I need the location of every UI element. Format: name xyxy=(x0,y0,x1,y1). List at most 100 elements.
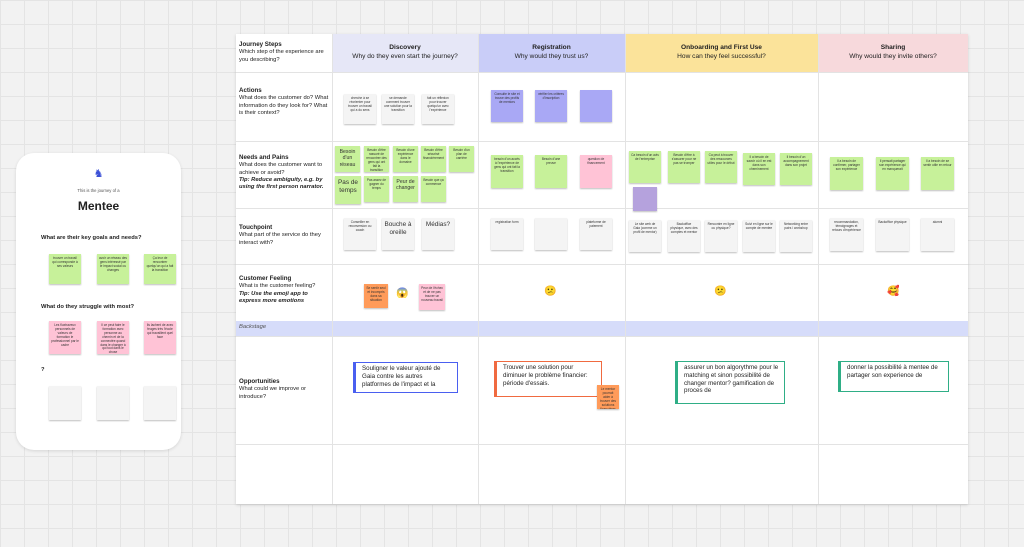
row-divider xyxy=(236,336,968,337)
confused-face-icon[interactable]: 😕 xyxy=(714,286,727,297)
column-question: Why would they trust us? xyxy=(514,53,589,60)
touchpoint-sticky-note[interactable]: Suivi en ligne sur le compte de mentee xyxy=(743,220,775,252)
goal-sticky-note[interactable]: avoir un réseau des gens intéressé par l… xyxy=(97,254,129,284)
action-sticky-note[interactable]: se demande comment trouver une solution … xyxy=(382,94,414,124)
struggle-sticky-note[interactable]: Les fluxtraveux personnels de valeurs de… xyxy=(49,321,81,354)
row-description: What could we improve or introduce? xyxy=(239,386,307,400)
persona-card[interactable]: ♞ This is the journey of a Mentee What a… xyxy=(16,153,181,450)
pain-sticky-note[interactable]: question de financement xyxy=(580,155,612,188)
goal-sticky-note[interactable]: trouver un travail qui corresponde à ses… xyxy=(49,254,81,284)
touchpoint-sticky-note[interactable]: recommandation, témoignages et retours d… xyxy=(830,218,863,251)
need-sticky-note[interactable]: Pas assez de gagner du temps xyxy=(364,176,389,202)
need-sticky-note[interactable]: Il a besoin de savoir où il en est dans … xyxy=(743,153,775,185)
column-header-discovery[interactable]: Discovery Why do they even start the jou… xyxy=(332,34,478,72)
column-question: Why do they even start the journey? xyxy=(352,53,458,60)
need-sticky-note[interactable]: Besoin d'être rassuré de rencontrer des … xyxy=(364,146,389,172)
persona-goals-question: What are their key goals and needs? xyxy=(41,235,142,241)
action-sticky-note[interactable]: Consulte le site et trouve des profils d… xyxy=(491,90,523,122)
touchpoint-sticky-note[interactable]: Rencontre en ligne ou physique? xyxy=(705,220,737,252)
happy-face-icon[interactable]: 🥰 xyxy=(887,286,900,297)
empty-sticky-note[interactable] xyxy=(97,386,129,420)
need-sticky-note[interactable]: Besoin d'être à s'assurer pour ne pas se… xyxy=(668,151,700,183)
row-tip: Tip: Use the emoji app to express more e… xyxy=(239,290,308,304)
opportunity-card-discovery[interactable]: Souligner le valeur ajouté de Gaia contr… xyxy=(353,362,458,393)
row-label-backstage: Backstage xyxy=(239,324,267,330)
action-sticky-note[interactable]: fait un réflexion pour trouver quelqu'un… xyxy=(422,94,454,124)
row-title: Customer Feeling xyxy=(239,275,292,282)
need-sticky-note[interactable]: Il a besoin de confirmer, partager son e… xyxy=(830,157,863,190)
touchpoint-sticky-note[interactable]: Backoffice physique xyxy=(876,218,909,251)
row-description: What does the customer do? What informat… xyxy=(239,95,329,116)
need-sticky-note[interactable]: Pas de temps xyxy=(335,176,361,204)
struggle-sticky-note[interactable]: Il ce peut faire le formation avec perso… xyxy=(97,321,129,354)
column-title: Registration xyxy=(532,44,571,51)
row-description: What part of the service do they interac… xyxy=(239,232,321,246)
row-title: Needs and Pains xyxy=(239,154,289,161)
column-title: Discovery xyxy=(389,44,421,51)
touchpoint-sticky-note[interactable]: Bouche à oreille xyxy=(382,218,414,250)
need-sticky-note[interactable] xyxy=(633,187,657,211)
need-sticky-note[interactable]: Il besoin d'un accompagnement dans son p… xyxy=(780,153,812,185)
column-title: Onboarding and First Use xyxy=(681,44,762,51)
row-divider xyxy=(236,72,968,73)
row-description: Which step of the experience are you des… xyxy=(239,49,324,63)
touchpoint-sticky-note[interactable]: Networking entre pairs / workshop xyxy=(780,220,812,252)
row-description: What does the customer want to achieve o… xyxy=(239,162,323,176)
action-sticky-note[interactable] xyxy=(580,90,612,122)
persona-struggles-question: What do they struggle with most? xyxy=(41,304,135,310)
need-sticky-note[interactable]: Besoin d'une preuve xyxy=(535,155,567,188)
need-sticky-note[interactable]: Il pensait partager son expérience qui e… xyxy=(876,157,909,190)
touchpoint-sticky-note[interactable]: Le site web de Gaia (comme un profil de … xyxy=(629,220,661,252)
need-sticky-note[interactable]: Besoin d'être sécurisé financièrement xyxy=(421,146,446,172)
need-sticky-note[interactable]: Ca peut à trouver des ressources utiles … xyxy=(705,151,737,183)
touchpoint-sticky-note[interactable]: alumni xyxy=(921,218,954,251)
touchpoint-sticky-note[interactable] xyxy=(535,218,567,250)
empty-sticky-note[interactable] xyxy=(144,386,176,420)
feeling-sticky-note[interactable]: Se sentir seul et incompris dans sa situ… xyxy=(364,284,388,308)
empty-sticky-note[interactable] xyxy=(49,386,81,420)
opportunity-card-sharing[interactable]: donner la possibilité à mentee de partag… xyxy=(838,361,949,392)
scared-face-icon[interactable]: 😱 xyxy=(396,288,409,299)
need-sticky-note[interactable]: besoin d'un accès à l'expérience de gens… xyxy=(491,155,523,188)
row-divider xyxy=(236,141,968,142)
row-divider xyxy=(236,444,968,445)
touchpoint-sticky-note[interactable]: plateforme de paiement xyxy=(580,218,612,250)
persona-other-question: ? xyxy=(41,367,45,373)
row-divider xyxy=(236,208,968,209)
column-divider xyxy=(625,34,626,504)
opportunity-card-onboarding[interactable]: assurer un bon algorythme pour le matchi… xyxy=(675,361,785,404)
feeling-sticky-note[interactable]: Peur de l'échec et de ne pas trouver un … xyxy=(419,284,445,310)
row-tip: Tip: Reduce ambiguity, e.g. by using the… xyxy=(239,176,324,191)
need-sticky-note[interactable]: Peur de changer xyxy=(393,176,418,202)
need-sticky-note[interactable]: Il a besoin de se sentir utile en retour xyxy=(921,157,954,190)
touchpoint-sticky-note[interactable]: Conseiller en reconversion ou coach xyxy=(344,218,376,250)
journey-map-board[interactable]: Discovery Why do they even start the jou… xyxy=(236,34,968,504)
row-title: Actions xyxy=(239,87,262,94)
column-divider xyxy=(818,34,819,504)
need-sticky-note[interactable]: Ca besoin d'un avis de l'entreprise xyxy=(629,151,661,183)
touchpoint-sticky-note[interactable]: registration form xyxy=(491,218,523,250)
column-divider xyxy=(478,34,479,504)
opportunity-card-registration[interactable]: Trouver une solution pour diminuer le pr… xyxy=(494,361,602,397)
touchpoint-sticky-note[interactable]: Médias? xyxy=(422,218,454,250)
need-sticky-note[interactable]: Besoin que ça commence xyxy=(421,176,446,202)
action-sticky-note[interactable]: vérifier les critères d'inscription xyxy=(535,90,567,122)
struggle-sticky-note[interactable]: Ils lachent de avec feuges très l'école … xyxy=(144,321,176,354)
column-question: How can they feel successful? xyxy=(677,53,766,60)
column-header-sharing[interactable]: Sharing Why would they invite others? xyxy=(818,34,968,72)
touchpoint-sticky-note[interactable]: Backoffice physique, avec des comptes et… xyxy=(668,220,700,252)
need-sticky-note[interactable]: Besoin d'un plan de carrière xyxy=(449,146,474,172)
column-header-onboarding[interactable]: Onboarding and First Use How can they fe… xyxy=(625,34,818,72)
need-sticky-note[interactable]: Besoin d'une expérience dans le domaine xyxy=(393,146,418,172)
opportunity-sticky-note[interactable]: Le mentor pourrait aider à trouver des s… xyxy=(597,385,619,409)
goal-sticky-note[interactable]: Ça leur de rencontrer quelqu'un qui a fa… xyxy=(144,254,176,284)
confused-face-icon[interactable]: 😕 xyxy=(544,286,557,297)
column-header-registration[interactable]: Registration Why would they trust us? xyxy=(478,34,625,72)
column-title: Sharing xyxy=(880,44,906,51)
action-sticky-note[interactable]: cherche à se réorienter pour trouver un … xyxy=(344,94,376,124)
need-sticky-note[interactable]: Besoin d'un réseau xyxy=(335,146,360,172)
